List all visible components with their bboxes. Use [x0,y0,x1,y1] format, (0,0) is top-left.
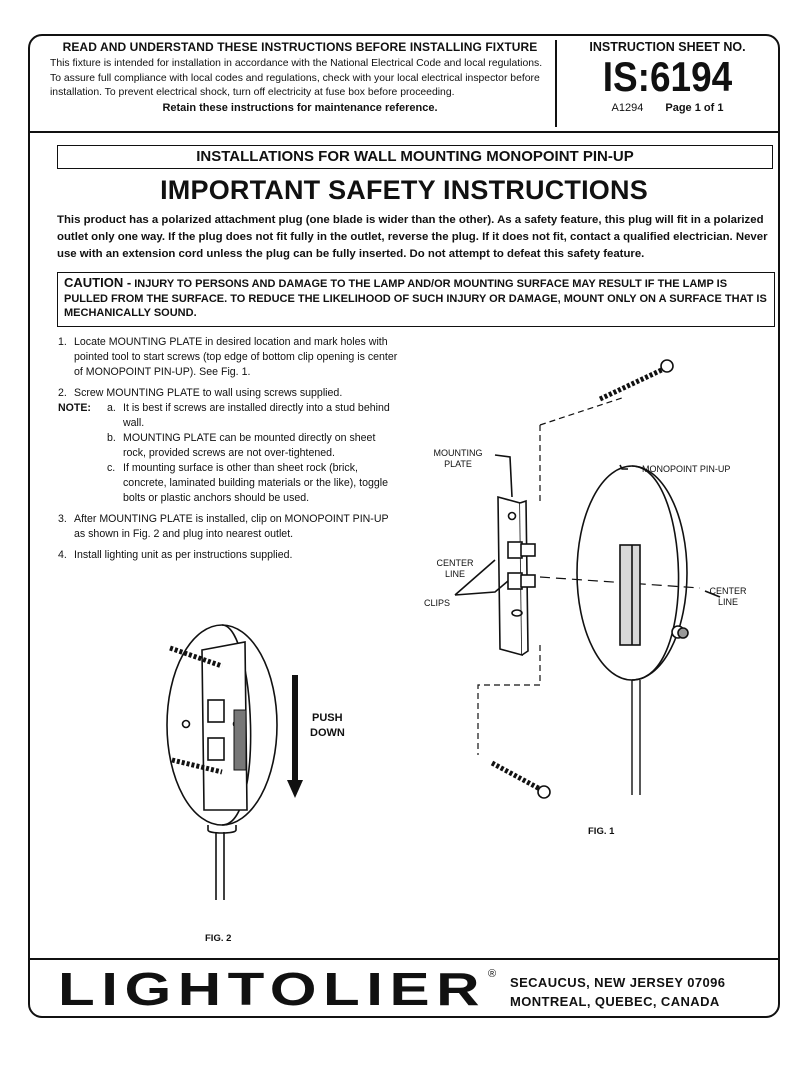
header-divider [555,40,557,127]
fig1-center-line-right-label: CENTER LINE [709,586,747,607]
step-number: 3. [58,513,67,525]
read-instructions-title: READ AND UNDERSTAND THESE INSTRUCTIONS B… [62,40,538,54]
note-label: NOTE: [58,402,91,414]
screw-bottom [490,760,551,799]
monopoint-disc [576,465,689,795]
step-3: 3. After MOUNTING PLATE is installed, cl… [58,512,398,542]
step-4: 4. Install lighting unit as per instruct… [58,548,398,563]
installation-title: INSTALLATIONS FOR WALL MOUNTING MONOPOIN… [57,145,773,169]
note-letter: a. [107,402,116,414]
fig1-illustration [454,359,721,799]
company-address: SECAUCUS, NEW JERSEY 07096 MONTREAL, QUE… [510,973,725,1011]
fig2-down-label: DOWN [310,727,345,739]
caution-text: INJURY TO PERSONS AND DAMAGE TO THE LAMP… [64,278,767,319]
fig1-clips-label: CLIPS [424,598,451,608]
push-down-arrow [287,675,303,798]
fig2-push-label: PUSH [312,712,343,724]
step-number: 4. [58,549,67,561]
address-line-1: SECAUCUS, NEW JERSEY 07096 [510,975,726,990]
page-count: Page 1 of 1 [665,102,724,114]
mounting-plate [497,495,536,657]
intro-line-2: To assure full compliance with local cod… [50,72,540,84]
sheet-label: INSTRUCTION SHEET NO. [589,40,746,54]
header-notice: READ AND UNDERSTAND THESE INSTRUCTIONS B… [50,40,550,114]
sheet-reference: A1294 Page 1 of 1 [560,102,775,114]
sheet-code: A1294 [611,102,644,114]
step-number: 1. [58,336,67,348]
footer-rule [28,958,780,960]
note-text: It is best if screws are installed direc… [123,402,390,429]
polarized-plug-notice: This product has a polarized attachment … [57,214,768,260]
safety-title: IMPORTANT SAFETY INSTRUCTIONS [160,175,648,205]
retain-notice: Retain these instructions for maintenanc… [162,101,438,114]
note-a: NOTE: a. It is best if screws are instal… [58,401,398,431]
instruction-sheet-block: INSTRUCTION SHEET NO. IS:6194 A1294 Page … [560,40,775,114]
lightolier-logo: LIGHTOLIER [58,968,486,1010]
caution-heading: CAUTION - [64,275,132,290]
logo-text: LIGHTOLIER [58,968,486,1010]
note-c: c. If mounting surface is other than she… [58,461,398,506]
fig2-screw-bottom [171,757,223,775]
fig2-caption: FIG. 2 [205,933,232,944]
step-text: Install lighting unit as per instruction… [74,549,293,561]
fig2-illustration [166,624,303,900]
page-frame [28,34,780,1018]
step-text: After MOUNTING PLATE is installed, clip … [74,513,389,540]
note-b: b. MOUNTING PLATE can be mounted directl… [58,431,398,461]
step-text: Locate MOUNTING PLATE in desired locatio… [74,336,398,378]
step-text: Screw MOUNTING PLATE to wall using screw… [74,387,343,399]
step-2: 2. Screw MOUNTING PLATE to wall using sc… [58,386,398,506]
note-letter: c. [107,462,116,474]
header-rule [28,131,780,133]
fig1-caption: FIG. 1 [588,826,615,837]
caution-box: CAUTION - INJURY TO PERSONS AND DAMAGE T… [57,272,775,327]
note-letter: b. [107,432,116,444]
intro-line-3: installation. To prevent electrical shoc… [50,87,455,98]
sheet-number: IS:6194 [602,53,733,100]
note-text: MOUNTING PLATE can be mounted directly o… [123,432,376,459]
fig1-center-line-left-label: CENTER LINE [436,558,474,579]
registered-mark: ® [488,968,497,980]
step-1: 1. Locate MOUNTING PLATE in desired loca… [58,335,398,380]
fig1-mounting-plate-label: MOUNTING PLATE [433,448,483,469]
fig2-screw-top [169,645,223,669]
fig1-monopoint-label: MONOPOINT PIN-UP [642,464,731,474]
note-text: If mounting surface is other than sheet … [123,462,388,504]
address-line-2: MONTREAL, QUEBEC, CANADA [510,994,720,1009]
instruction-steps: 1. Locate MOUNTING PLATE in desired loca… [58,335,398,569]
intro-line-1: This fixture is intended for installatio… [50,58,543,69]
step-number: 2. [58,387,67,399]
screw-top [598,359,674,402]
